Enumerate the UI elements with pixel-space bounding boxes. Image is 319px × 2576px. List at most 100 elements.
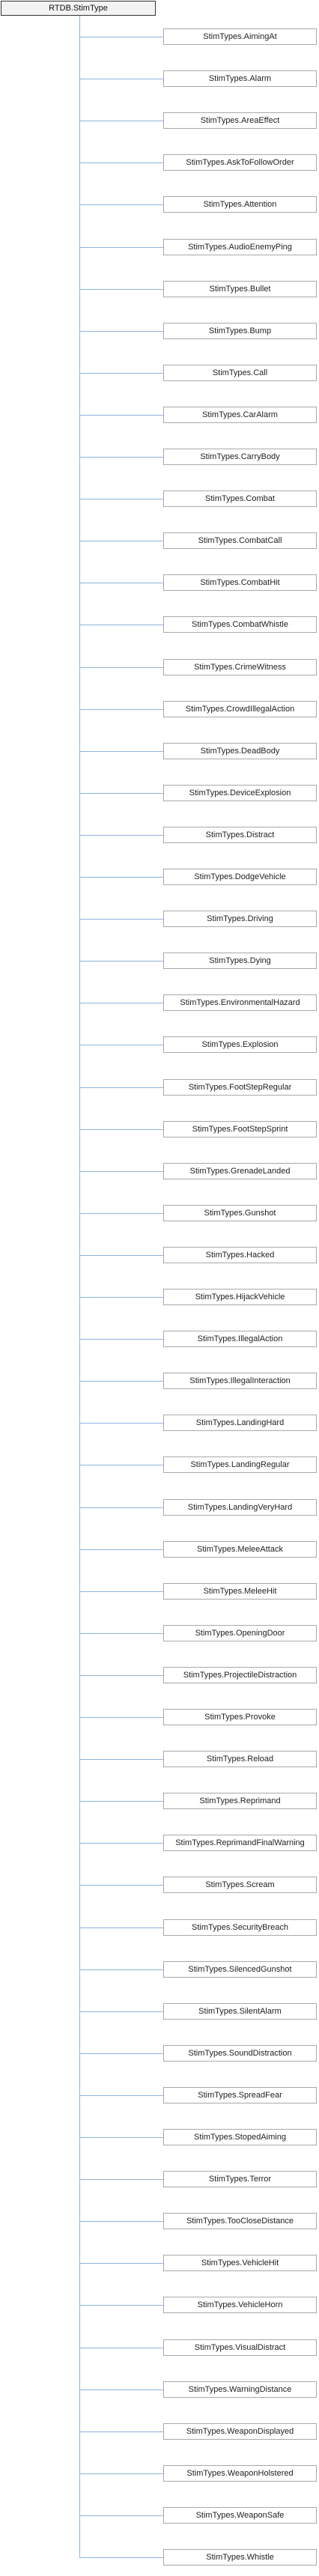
connector-branch: [79, 2305, 163, 2306]
root-node[interactable]: RTDB.StimType: [1, 1, 156, 16]
child-node[interactable]: StimTypes.CarAlarm: [163, 407, 317, 423]
child-node[interactable]: StimTypes.CarryBody: [163, 449, 317, 465]
connector-branch: [79, 1843, 163, 1844]
child-node[interactable]: StimTypes.Hacked: [163, 1247, 317, 1263]
connector-branch: [79, 1255, 163, 1256]
child-node[interactable]: StimTypes.IllegalAction: [163, 1331, 317, 1347]
connector-branch: [79, 1885, 163, 1886]
child-node[interactable]: StimTypes.HijackVehicle: [163, 1289, 317, 1305]
connector-branch: [79, 1087, 163, 1088]
child-node[interactable]: StimTypes.Gunshot: [163, 1205, 317, 1221]
connector-branch: [79, 2011, 163, 2012]
connector-branch: [79, 1213, 163, 1214]
child-node[interactable]: StimTypes.Call: [163, 365, 317, 381]
child-node[interactable]: StimTypes.MeleeHit: [163, 1583, 317, 1600]
connector-branch: [79, 793, 163, 794]
child-node[interactable]: StimTypes.Dying: [163, 953, 317, 969]
child-node[interactable]: StimTypes.StopedAiming: [163, 2129, 317, 2145]
child-node[interactable]: StimTypes.LandingRegular: [163, 1456, 317, 1473]
connector-branch: [79, 1633, 163, 1634]
child-node[interactable]: StimTypes.Combat: [163, 490, 317, 507]
connector-branch: [79, 1381, 163, 1382]
child-node[interactable]: StimTypes.WeaponSafe: [163, 2507, 317, 2524]
child-node[interactable]: StimTypes.SoundDistraction: [163, 2045, 317, 2062]
child-node[interactable]: StimTypes.Whistle: [163, 2549, 317, 2566]
child-node[interactable]: StimTypes.CombatCall: [163, 532, 317, 549]
child-node[interactable]: StimTypes.FootStepSprint: [163, 1121, 317, 1137]
connector-branch: [79, 1129, 163, 1130]
connector-branch: [79, 457, 163, 458]
child-node[interactable]: StimTypes.Driving: [163, 911, 317, 927]
child-node[interactable]: StimTypes.Reload: [163, 1751, 317, 1767]
child-node[interactable]: StimTypes.VehicleHorn: [163, 2297, 317, 2313]
child-node[interactable]: StimTypes.DodgeVehicle: [163, 869, 317, 885]
child-node[interactable]: StimTypes.DeadBody: [163, 743, 317, 759]
child-node[interactable]: StimTypes.AimingAt: [163, 28, 317, 45]
child-node[interactable]: StimTypes.DeviceExplosion: [163, 785, 317, 801]
connector-branch: [79, 961, 163, 962]
connector-branch: [79, 162, 163, 163]
child-node[interactable]: StimTypes.Bump: [163, 323, 317, 339]
connector-branch: [79, 1339, 163, 1340]
child-node[interactable]: StimTypes.LandingVeryHard: [163, 1499, 317, 1516]
connector-branch: [79, 289, 163, 290]
child-node[interactable]: StimTypes.EnvironmentalHazard: [163, 994, 317, 1011]
child-node[interactable]: StimTypes.SecurityBreach: [163, 1919, 317, 1936]
child-node[interactable]: StimTypes.Provoke: [163, 1709, 317, 1725]
child-node[interactable]: StimTypes.Reprimand: [163, 1793, 317, 1809]
child-node[interactable]: StimTypes.ProjectileDistraction: [163, 1667, 317, 1683]
connector-branch: [79, 2515, 163, 2516]
child-node[interactable]: StimTypes.Terror: [163, 2171, 317, 2187]
child-node[interactable]: StimTypes.AreaEffect: [163, 112, 317, 129]
child-node[interactable]: StimTypes.Bullet: [163, 281, 317, 297]
child-node[interactable]: StimTypes.WeaponHolstered: [163, 2465, 317, 2482]
child-node[interactable]: StimTypes.Attention: [163, 196, 317, 213]
connector-branch: [79, 1297, 163, 1298]
connector-branch: [79, 835, 163, 836]
connector-branch: [79, 2053, 163, 2054]
child-node[interactable]: StimTypes.IllegalInteraction: [163, 1373, 317, 1389]
child-node[interactable]: StimTypes.GrenadeLanded: [163, 1163, 317, 1179]
child-node[interactable]: StimTypes.ReprimandFinalWarning: [163, 1835, 317, 1851]
child-node[interactable]: StimTypes.SilentAlarm: [163, 2003, 317, 2020]
child-node[interactable]: StimTypes.CrowdIllegalAction: [163, 701, 317, 717]
connector-branch: [79, 1759, 163, 1760]
connector-branch: [79, 415, 163, 416]
child-node[interactable]: StimTypes.Scream: [163, 1877, 317, 1893]
child-node[interactable]: StimTypes.WeaponDisplayed: [163, 2423, 317, 2440]
child-node[interactable]: StimTypes.SilencedGunshot: [163, 1961, 317, 1978]
child-node[interactable]: StimTypes.VisualDistract: [163, 2339, 317, 2356]
child-node[interactable]: StimTypes.OpeningDoor: [163, 1625, 317, 1641]
child-node[interactable]: StimTypes.SpreadFear: [163, 2087, 317, 2103]
connector-trunk: [79, 16, 80, 2558]
child-node[interactable]: StimTypes.Distract: [163, 827, 317, 843]
connector-branch: [79, 2431, 163, 2432]
child-node[interactable]: StimTypes.FootStepRegular: [163, 1079, 317, 1096]
connector-branch: [79, 1549, 163, 1550]
child-node[interactable]: StimTypes.AudioEnemyPing: [163, 239, 317, 255]
connector-branch: [79, 1801, 163, 1802]
child-node[interactable]: StimTypes.Alarm: [163, 70, 317, 87]
connector-branch: [79, 877, 163, 878]
connector-branch: [79, 2263, 163, 2264]
connector-branch: [79, 1591, 163, 1592]
child-node[interactable]: StimTypes.MeleeAttack: [163, 1541, 317, 1558]
child-node[interactable]: StimTypes.TooCloseDistance: [163, 2213, 317, 2229]
child-node[interactable]: StimTypes.CrimeWitness: [163, 659, 317, 675]
child-node[interactable]: StimTypes.VehicleHit: [163, 2255, 317, 2271]
child-node[interactable]: StimTypes.WarningDistance: [163, 2381, 317, 2398]
child-node[interactable]: StimTypes.AskToFollowOrder: [163, 154, 317, 171]
connector-branch: [79, 2095, 163, 2096]
connector-branch: [79, 1969, 163, 1970]
connector-branch: [79, 751, 163, 752]
child-node[interactable]: StimTypes.LandingHard: [163, 1415, 317, 1431]
child-node[interactable]: StimTypes.CombatHit: [163, 574, 317, 591]
connector-branch: [79, 247, 163, 248]
child-node[interactable]: StimTypes.CombatWhistle: [163, 616, 317, 633]
connector-branch: [79, 331, 163, 332]
connector-branch: [79, 2557, 163, 2558]
connector-branch: [79, 1171, 163, 1172]
connector-branch: [79, 667, 163, 668]
child-node[interactable]: StimTypes.Explosion: [163, 1036, 317, 1053]
